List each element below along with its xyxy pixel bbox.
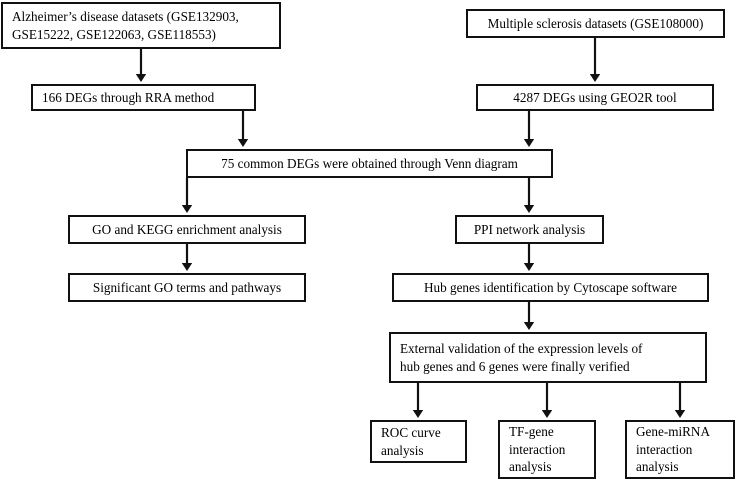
alzheimers-datasets-box-label: Alzheimer’s disease datasets (GSE132903,… bbox=[12, 9, 239, 42]
hub-genes-cytoscape-box-label: Hub genes identification by Cytoscape so… bbox=[423, 279, 678, 295]
geo2r-degs-box: 4287 DEGs using GEO2R tool bbox=[476, 84, 714, 111]
edge-common-degs-to-go-kegg-arrowhead bbox=[181, 205, 193, 213]
hub-genes-cytoscape-box: Hub genes identification by Cytoscape so… bbox=[392, 273, 709, 302]
gene-mirna-interaction-box: Gene-miRNA interaction analysis bbox=[625, 420, 735, 479]
edge-common-degs-to-ppi-arrowhead bbox=[523, 205, 535, 213]
roc-curve-analysis-box: ROC curve analysis bbox=[370, 420, 467, 463]
go-kegg-enrichment-box-label: GO and KEGG enrichment analysis bbox=[92, 221, 282, 237]
roc-curve-analysis-box-label: ROC curve analysis bbox=[381, 425, 441, 458]
rra-degs-box: 166 DEGs through RRA method bbox=[31, 84, 256, 111]
multiple-sclerosis-datasets-box: Multiple sclerosis datasets (GSE108000) bbox=[466, 9, 725, 38]
significant-go-terms-box-label: Significant GO terms and pathways bbox=[92, 279, 282, 295]
edge-rra-to-common-degs-arrowhead bbox=[237, 139, 249, 147]
gene-mirna-interaction-box-label: Gene-miRNA interaction analysis bbox=[636, 424, 710, 475]
edge-ad-datasets-to-rra-arrowhead bbox=[135, 74, 147, 82]
geo2r-degs-box-label: 4287 DEGs using GEO2R tool bbox=[513, 89, 677, 105]
edge-ppi-to-hub-genes-arrowhead bbox=[523, 263, 535, 271]
rra-degs-box-label: 166 DEGs through RRA method bbox=[42, 89, 215, 105]
common-degs-venn-box: 75 common DEGs were obtained through Ven… bbox=[186, 149, 553, 178]
edge-go-kegg-to-go-terms-arrowhead bbox=[181, 263, 193, 271]
common-degs-venn-box-label: 75 common DEGs were obtained through Ven… bbox=[221, 155, 518, 171]
significant-go-terms-box: Significant GO terms and pathways bbox=[68, 273, 306, 302]
ppi-network-analysis-box-label: PPI network analysis bbox=[473, 221, 586, 237]
edge-hub-genes-to-validation-arrowhead bbox=[523, 322, 535, 330]
external-validation-box-label: External validation of the expression le… bbox=[400, 341, 643, 374]
go-kegg-enrichment-box: GO and KEGG enrichment analysis bbox=[68, 215, 306, 244]
edge-geo2r-to-common-degs-arrowhead bbox=[523, 139, 535, 147]
tf-gene-interaction-box-label: TF-gene interaction analysis bbox=[509, 424, 566, 475]
ppi-network-analysis-box: PPI network analysis bbox=[455, 215, 604, 244]
edge-validation-to-tf-gene-arrowhead bbox=[541, 410, 553, 418]
edge-validation-to-roc-arrowhead bbox=[412, 410, 424, 418]
edge-validation-to-gene-mirna-arrowhead bbox=[674, 410, 686, 418]
multiple-sclerosis-datasets-box-label: Multiple sclerosis datasets (GSE108000) bbox=[487, 15, 704, 31]
edge-ms-datasets-to-geo2r-arrowhead bbox=[589, 74, 601, 82]
external-validation-box: External validation of the expression le… bbox=[389, 332, 707, 383]
alzheimers-datasets-box: Alzheimer’s disease datasets (GSE132903,… bbox=[1, 2, 281, 49]
tf-gene-interaction-box: TF-gene interaction analysis bbox=[498, 420, 596, 479]
